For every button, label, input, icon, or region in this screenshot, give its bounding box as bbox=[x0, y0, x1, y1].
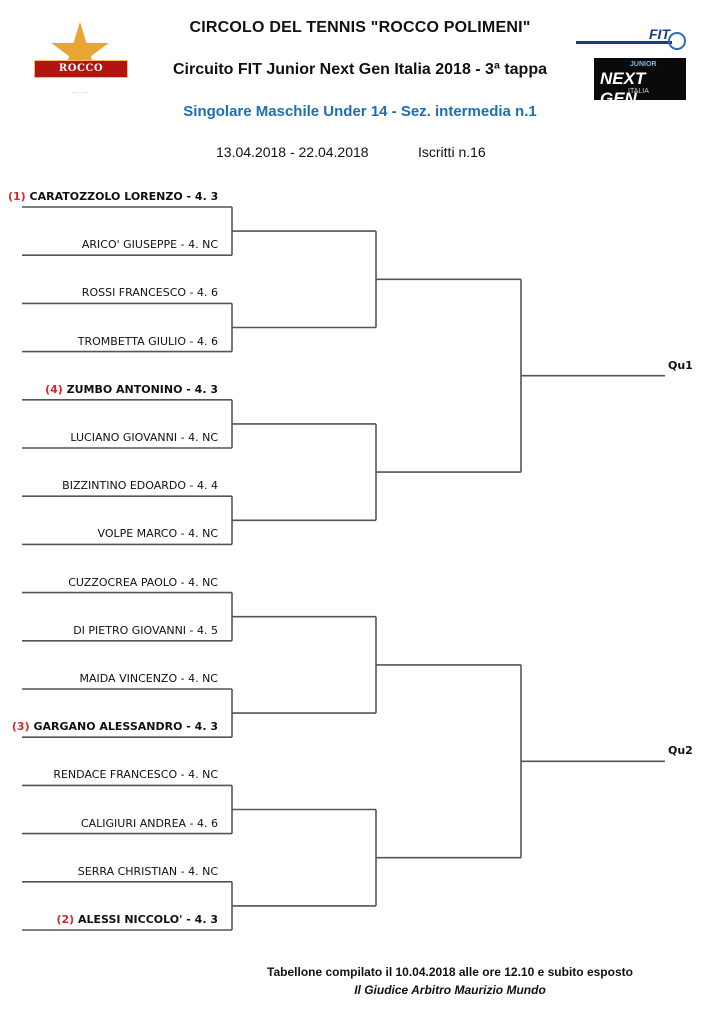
player-entry: LUCIANO GIOVANNI - 4. NC bbox=[8, 431, 218, 444]
player-entry: MAIDA VINCENZO - 4. NC bbox=[8, 672, 218, 685]
player-entry: ROSSI FRANCESCO - 4. 6 bbox=[8, 286, 218, 299]
player-name: CARATOZZOLO LORENZO - 4. 3 bbox=[29, 190, 219, 203]
club-logo-band: ROCCO POLIMENI bbox=[34, 60, 128, 90]
fit-logo-line bbox=[576, 41, 672, 44]
player-name: RENDACE FRANCESCO - 4. NC bbox=[53, 768, 218, 782]
qualifier-label: Qu2 bbox=[668, 744, 693, 758]
player-entry: CALIGIURI ANDREA - 4. 6 bbox=[8, 817, 218, 830]
player-name: DI PIETRO GIOVANNI - 4. 5 bbox=[73, 623, 218, 637]
player-entry: CUZZOCREA PAOLO - 4. NC bbox=[8, 576, 218, 589]
next-gen-logo-bottom: ITALIA bbox=[628, 88, 649, 95]
player-name: LUCIANO GIOVANNI - 4. NC bbox=[70, 431, 218, 444]
player-name: TROMBETTA GIULIO - 4. 6 bbox=[77, 334, 218, 348]
fit-logo-text: FIT bbox=[649, 26, 670, 42]
seed-number: (3) bbox=[11, 720, 34, 734]
player-name: VOLPE MARCO - 4. NC bbox=[97, 527, 218, 541]
player-entry: RENDACE FRANCESCO - 4. NC bbox=[8, 768, 218, 781]
circuit-title: Circuito FIT Junior Next Gen Italia 2018… bbox=[172, 61, 547, 78]
player-entry: DI PIETRO GIOVANNI - 4. 5 bbox=[8, 624, 218, 637]
player-entry: ARICO' GIUSEPPE - 4. NC bbox=[8, 238, 218, 251]
player-entry: (2) ALESSI NICCOLO' - 4. 3 bbox=[8, 913, 218, 926]
club-logo-subtext: · · · · · · bbox=[71, 90, 89, 96]
referee-name: Il Giudice Arbitro Maurizio Mundo bbox=[354, 983, 546, 997]
qualifier-label: Qu1 bbox=[668, 358, 693, 372]
next-gen-logo-top: JUNIOR bbox=[630, 61, 657, 68]
event-title: Singolare Maschile Under 14 - Sez. inter… bbox=[183, 103, 537, 120]
club-logo: ROCCO POLIMENI · · · · · · bbox=[30, 22, 130, 102]
next-gen-logo-main: NEXT GEN bbox=[600, 69, 646, 108]
player-name: ROSSI FRANCESCO - 4. 6 bbox=[81, 286, 218, 300]
player-name: BIZZINTINO EDOARDO - 4. 4 bbox=[62, 479, 218, 493]
seed-number: (4) bbox=[45, 382, 67, 396]
club-title: CIRCOLO DEL TENNIS "ROCCO POLIMENI" bbox=[189, 19, 531, 36]
player-name: ZUMBO ANTONINO - 4. 3 bbox=[66, 382, 218, 396]
seed-number: (2) bbox=[56, 913, 79, 926]
player-name: GARGANO ALESSANDRO - 4. 3 bbox=[33, 720, 218, 734]
entries-count: Iscritti n.16 bbox=[418, 144, 486, 160]
player-entry: BIZZINTINO EDOARDO - 4. 4 bbox=[8, 479, 218, 492]
fit-logo: FIT bbox=[572, 26, 688, 50]
tennis-ball-icon bbox=[668, 32, 686, 50]
player-name: CUZZOCREA PAOLO - 4. NC bbox=[68, 575, 218, 589]
player-entry: SERRA CHRISTIAN - 4. NC bbox=[8, 865, 218, 878]
player-entry: VOLPE MARCO - 4. NC bbox=[8, 527, 218, 540]
player-name: ARICO' GIUSEPPE - 4. NC bbox=[81, 238, 218, 252]
player-name: SERRA CHRISTIAN - 4. NC bbox=[77, 864, 218, 878]
seed-number: (1) bbox=[8, 190, 30, 203]
player-entry: (4) ZUMBO ANTONINO - 4. 3 bbox=[8, 383, 218, 396]
player-entry: (3) GARGANO ALESSANDRO - 4. 3 bbox=[8, 720, 218, 733]
player-name: CALIGIURI ANDREA - 4. 6 bbox=[80, 816, 218, 830]
player-entry: (1) CARATOZZOLO LORENZO - 4. 3 bbox=[8, 190, 218, 203]
player-entry: TROMBETTA GIULIO - 4. 6 bbox=[8, 335, 218, 348]
player-name: MAIDA VINCENZO - 4. NC bbox=[79, 672, 218, 685]
compiled-note: Tabellone compilato il 10.04.2018 alle o… bbox=[267, 965, 633, 979]
tournament-dates: 13.04.2018 - 22.04.2018 bbox=[216, 144, 369, 160]
next-gen-logo: JUNIOR NEXT GEN ITALIA bbox=[594, 58, 686, 108]
player-name: ALESSI NICCOLO' - 4. 3 bbox=[78, 913, 218, 926]
